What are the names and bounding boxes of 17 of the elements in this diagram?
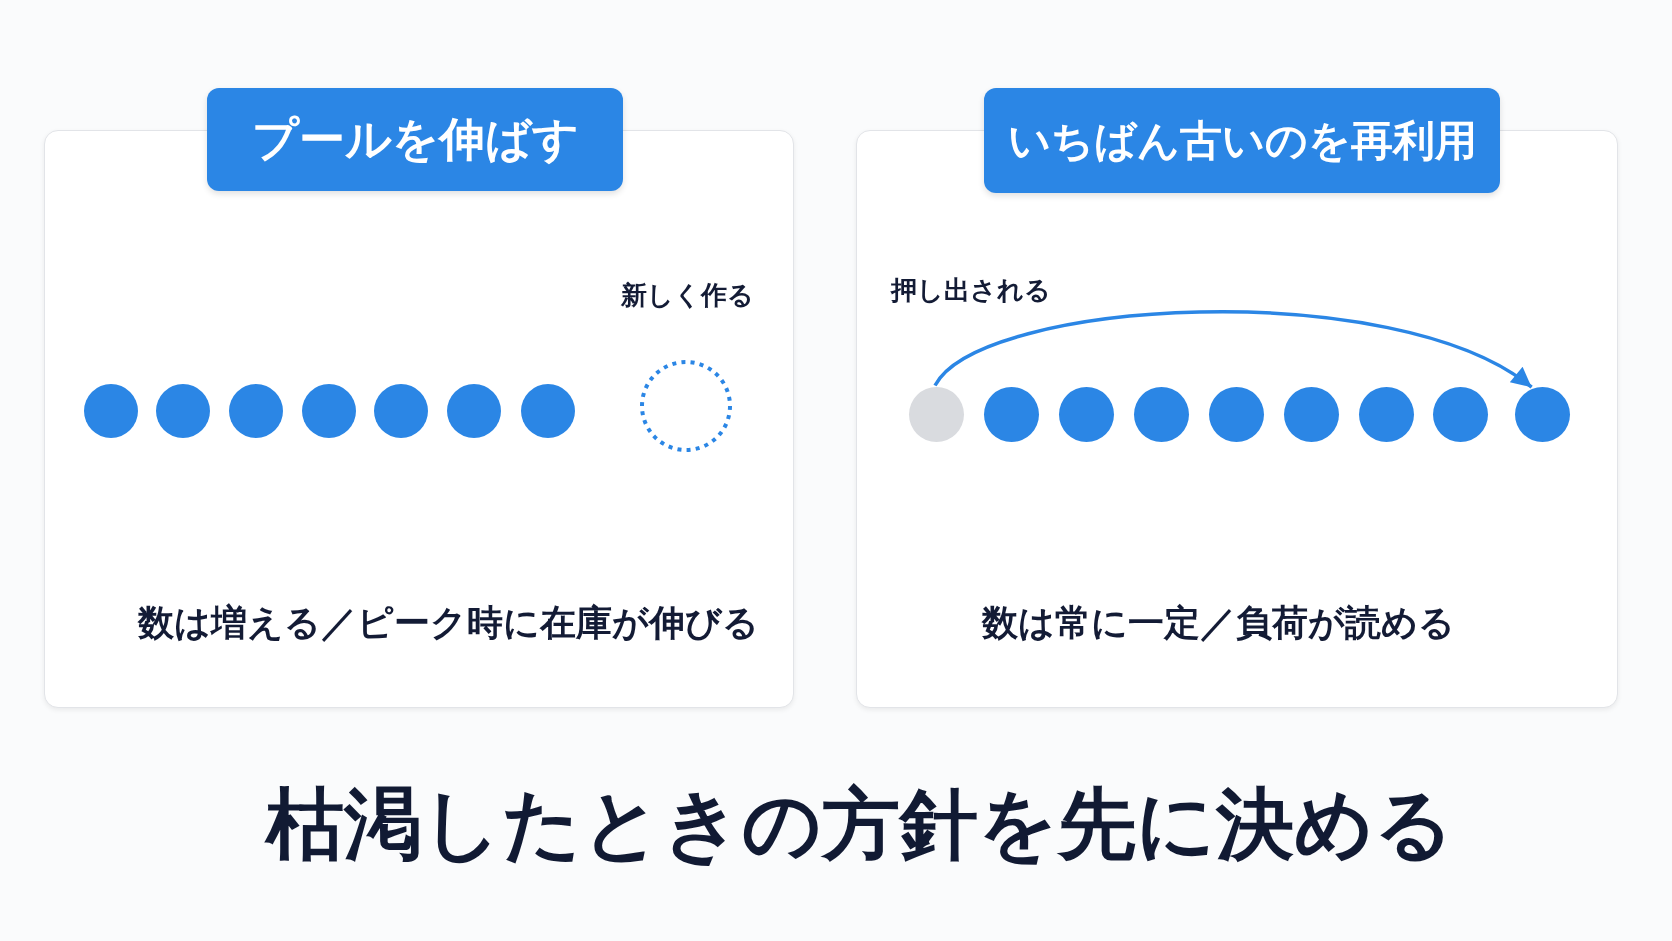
filled-circle bbox=[521, 384, 575, 438]
annotation-label: 押し出される bbox=[891, 275, 1051, 307]
filled-circle bbox=[1514, 386, 1570, 442]
arrow bbox=[933, 310, 1533, 389]
filled-circle bbox=[229, 384, 283, 438]
filled-circle bbox=[374, 384, 428, 438]
filled-circle bbox=[447, 384, 501, 438]
filled-circle bbox=[156, 384, 210, 438]
panel-caption: 数は常に一定／負荷が読める bbox=[982, 601, 1455, 645]
heading-badge: プールを伸ばす bbox=[207, 88, 623, 191]
title-text: 枯渇したときの方針を先に決める bbox=[266, 778, 1454, 871]
heading-badge: いちばん古いのを再利用 bbox=[984, 88, 1500, 193]
panel-caption: 数は増える／ピーク時に在庫が伸びる bbox=[138, 601, 759, 645]
annotation-label: 新しく作る bbox=[621, 280, 754, 312]
filled-circle bbox=[84, 384, 138, 438]
filled-circle bbox=[302, 384, 356, 438]
dotted-circle bbox=[640, 360, 732, 452]
